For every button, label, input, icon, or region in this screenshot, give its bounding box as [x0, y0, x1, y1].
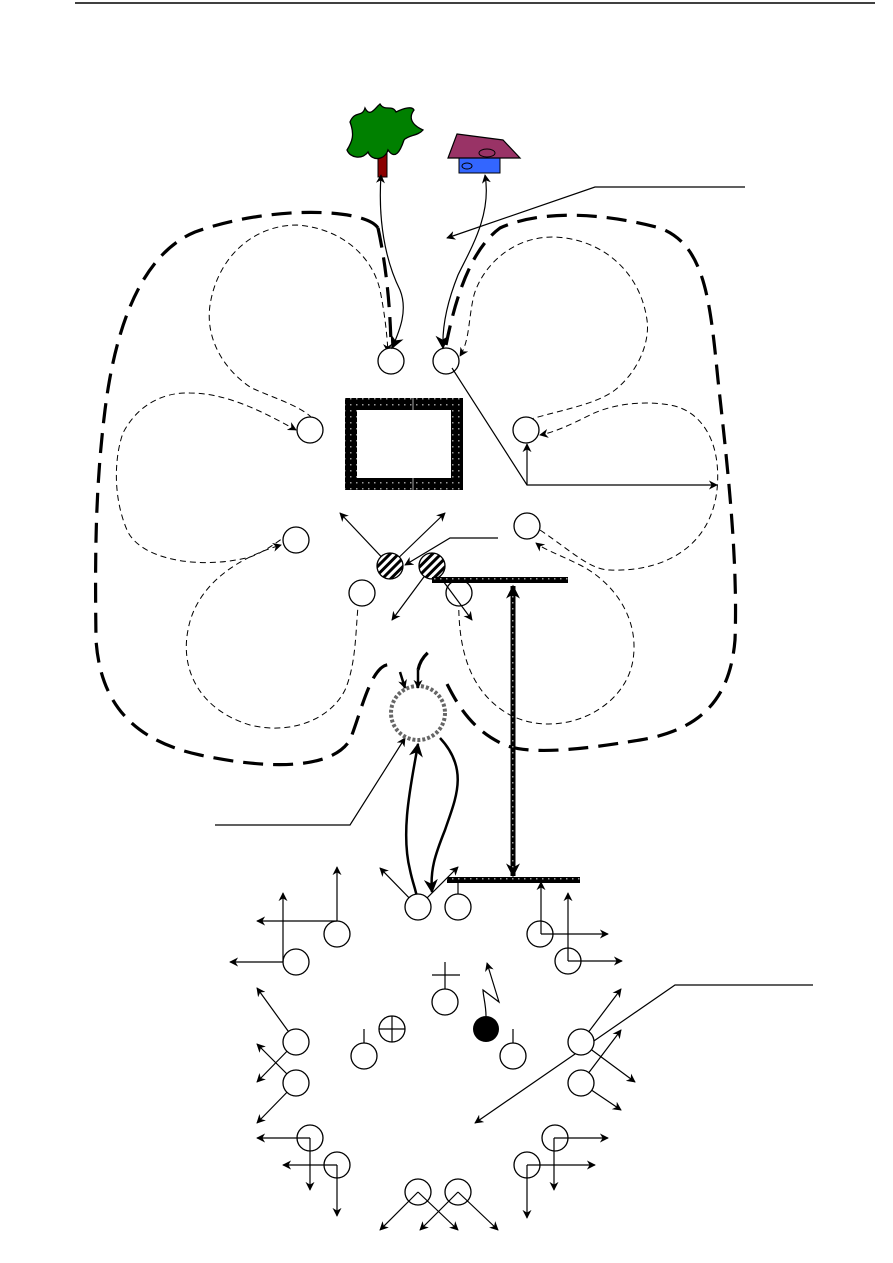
arrow: [398, 671, 407, 689]
house-link-arrow: [435, 174, 491, 350]
ring-link-arrow: [404, 742, 423, 906]
outer-boundary-right: [443, 213, 738, 753]
leader-line-right: [451, 367, 718, 490]
outer-boundary-left: [93, 210, 393, 767]
node-circle: [348, 579, 376, 607]
central-box: [345, 398, 463, 490]
node-circle: [377, 347, 405, 375]
loop-bottom-right: [458, 542, 635, 725]
leader-line-ring: [215, 737, 406, 826]
leader-line-bottom-right: [474, 984, 813, 1124]
tree-link-arrow: [375, 174, 404, 350]
node-circle: [296, 416, 324, 444]
bottom-bar: [447, 877, 580, 883]
outer-boundary-gap-stub: [416, 646, 437, 671]
house-icon: [447, 133, 522, 174]
leader-line-top-right: [446, 186, 745, 240]
node-circle: [432, 347, 460, 375]
ring-link-arrow: [423, 737, 459, 894]
hatched-circle: [418, 552, 446, 580]
tree-icon: [346, 103, 425, 178]
dotted-ring: [389, 684, 447, 742]
leader-line-hatched: [404, 537, 498, 566]
bottom-formation: [229, 866, 636, 1231]
node-circle: [282, 526, 310, 554]
loop-top-right: [459, 236, 649, 421]
loop-left: [115, 392, 298, 564]
hatched-circle: [376, 552, 404, 580]
loop-bottom-left: [185, 542, 361, 729]
top-bar: [432, 577, 568, 583]
loop-right: [539, 402, 719, 571]
node-circle: [513, 512, 541, 540]
loop-top-left: [208, 224, 393, 419]
node-circle: [512, 416, 540, 444]
